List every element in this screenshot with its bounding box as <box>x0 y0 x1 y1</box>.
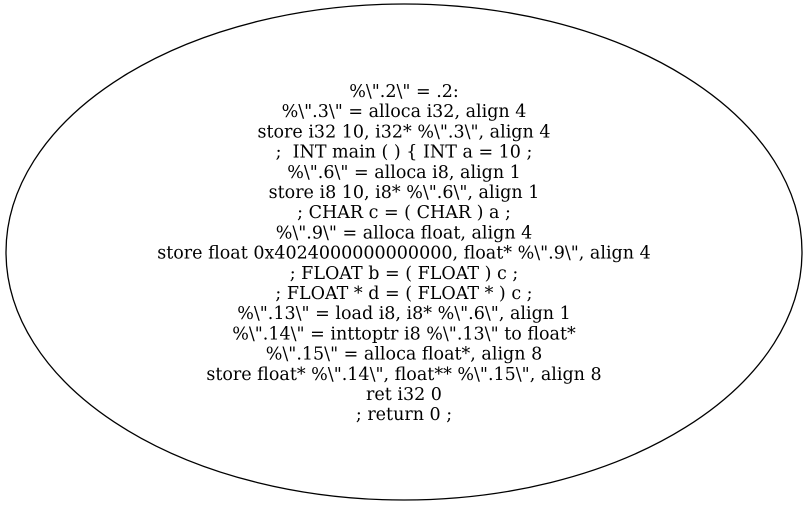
node-label-line: %\".9\" = alloca float, align 4 <box>276 223 533 243</box>
node-label-line: %\".6\" = alloca i8, align 1 <box>287 163 521 183</box>
node-label-line: %\".15\" = alloca float*, align 8 <box>266 345 542 365</box>
node-label-line: %\".14\" = inttoptr i8 %\".13\" to float… <box>232 324 576 344</box>
node-ellipse <box>5 3 803 501</box>
node-label-line: %\".13\" = load i8, i8* %\".6\", align 1 <box>237 304 571 324</box>
node-label-line: store float 0x4024000000000000, float* %… <box>157 244 650 264</box>
node-label-line: ; INT main ( ) { INT a = 10 ; <box>276 143 533 163</box>
node-label: %\".2\" = .2:%\".3\" = alloca i32, align… <box>157 82 650 425</box>
node-label-line: ; FLOAT b = ( FLOAT ) c ; <box>290 264 519 284</box>
node-label-line: ret i32 0 <box>366 385 442 405</box>
node-label-line: ; FLOAT * d = ( FLOAT * ) c ; <box>275 284 532 304</box>
node-label-line: ; return 0 ; <box>356 405 452 425</box>
basic-block-node: %\".2\" = .2:%\".3\" = alloca i32, align… <box>5 3 803 501</box>
node-label-line: store i8 10, i8* %\".6\", align 1 <box>269 183 540 203</box>
node-label-line: %\".3\" = alloca i32, align 4 <box>282 102 527 122</box>
node-label-line: store float* %\".14\", float** %\".15\",… <box>206 365 601 385</box>
node-label-line: ; CHAR c = ( CHAR ) a ; <box>297 203 511 223</box>
node-label-line: store i32 10, i32* %\".3\", align 4 <box>258 122 551 142</box>
node-label-line: %\".2\" = .2: <box>349 82 459 102</box>
